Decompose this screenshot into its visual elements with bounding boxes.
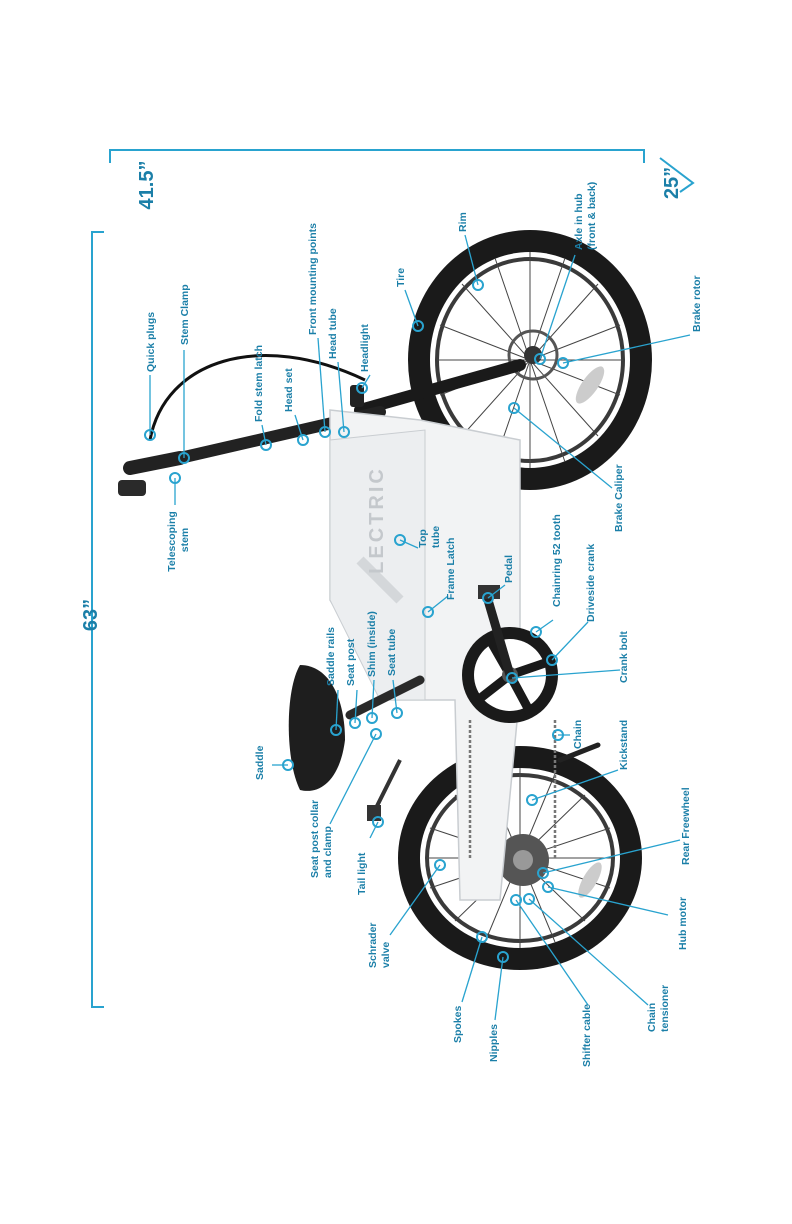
- length-dimension-line: [91, 231, 104, 1008]
- label-driveside-crank: Driveside crank: [585, 544, 597, 622]
- callout-labels: Telescoping stem Quick plugs Stem Clamp …: [145, 182, 703, 1067]
- label-stem-clamp: Stem Clamp: [179, 284, 191, 345]
- label-seat-post: Seat post: [345, 638, 357, 686]
- label-brake-rotor: Brake rotor: [691, 275, 703, 332]
- label-pedal: Pedal: [503, 555, 515, 583]
- label-spokes: Spokes: [452, 1005, 464, 1043]
- label-frame-latch: Frame Latch: [445, 538, 457, 600]
- front-wheel: [408, 230, 652, 490]
- label-top-tube: Top tube: [417, 526, 442, 548]
- label-head-tube: Head tube: [327, 308, 339, 359]
- label-tail-light: Tail light: [356, 852, 368, 895]
- label-chainring: Chainring 52 tooth: [551, 514, 563, 607]
- label-fold-stem-latch: Fold stem latch: [253, 345, 265, 422]
- label-saddle: Saddle: [254, 745, 266, 780]
- label-chain-tensioner: Chain tensioner: [646, 985, 671, 1032]
- label-seat-post-collar: Seat post collar and clamp: [309, 797, 334, 878]
- label-quick-plugs: Quick plugs: [145, 312, 157, 372]
- label-tire: Tire: [395, 268, 407, 287]
- label-saddle-rails: Saddle rails: [325, 627, 337, 686]
- label-rear-freewheel: Rear Freewheel: [680, 787, 692, 865]
- label-nipples: Nipples: [488, 1024, 500, 1062]
- label-shim-inside: Shim (inside): [366, 611, 378, 677]
- label-rim: Rim: [457, 212, 469, 232]
- saddle: [288, 665, 345, 791]
- label-headlight: Headlight: [359, 324, 371, 372]
- length-dimension-label: 63”: [80, 599, 102, 631]
- chainring: [462, 585, 558, 723]
- label-hub-motor: Hub motor: [677, 897, 689, 950]
- width-dimension-line: [659, 157, 695, 193]
- label-brake-caliper: Brake Caliper: [613, 464, 625, 532]
- callout-markers: [144, 234, 691, 1021]
- label-kickstand: Kickstand: [618, 720, 630, 770]
- label-head-set: Head set: [283, 368, 295, 412]
- label-chain: Chain: [572, 720, 584, 749]
- dimension-lines: [91, 149, 695, 1008]
- label-front-mounting-points: Front mounting points: [307, 223, 319, 335]
- label-axle-in-hub: Axle in hub (front & back): [573, 182, 598, 250]
- height-dimension-line: [109, 149, 645, 163]
- brand-logo: LECTRIC: [366, 466, 388, 574]
- height-dimension-label: 41.5”: [136, 161, 158, 210]
- label-telescoping-stem: Telescoping stem: [166, 508, 191, 571]
- label-crank-bolt: Crank bolt: [618, 631, 630, 683]
- label-seat-tube: Seat tube: [386, 629, 398, 676]
- label-shifter-cable: Shifter cable: [581, 1004, 593, 1067]
- label-schrader-valve: Schrader valve: [367, 920, 392, 968]
- width-dimension-label: 25”: [661, 167, 683, 199]
- bike-illustration: LECTRIC: [118, 230, 652, 970]
